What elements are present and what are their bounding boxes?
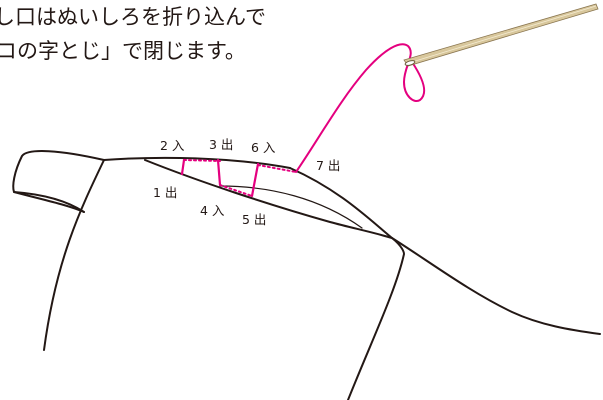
top-edge	[103, 156, 291, 169]
caption-line-1: し口はぬいしろを折り込んで	[0, 5, 266, 29]
needle-highlight	[411, 5, 597, 63]
stitch-1-2	[180, 158, 186, 176]
label-step-6: 6 入	[251, 140, 276, 155]
instruction-caption: し口はぬいしろを折り込んで コの字とじ」で閉じます。	[0, 0, 266, 68]
stitch-5-6	[250, 162, 260, 198]
step-labels: 2 入 3 出 6 入 7 出 1 出 4 入 5 出	[153, 137, 340, 227]
label-step-4: 4 入	[200, 203, 225, 218]
opening-bottom-edge	[144, 159, 393, 239]
opening-top-edge	[289, 167, 601, 335]
right-seam	[347, 237, 405, 400]
label-step-3: 3 出	[209, 137, 233, 152]
stitch-3-4	[216, 158, 222, 187]
stitches	[180, 158, 297, 198]
left-side	[43, 159, 105, 351]
opening-inner-curve	[219, 185, 363, 229]
stitch-4-5-dotted	[219, 184, 253, 197]
stitch-6-7-dotted	[257, 164, 297, 173]
stitch-2-3-dotted	[183, 159, 221, 162]
handle-inner	[13, 191, 85, 213]
needle-eye	[404, 60, 416, 66]
caption-line-2: コの字とじ」で閉じます。	[0, 39, 246, 63]
fabric-outline	[12, 150, 601, 400]
label-step-7: 7 出	[316, 158, 340, 173]
handle-loop	[12, 150, 105, 213]
thread-icon	[295, 43, 426, 173]
label-step-2: 2 入	[160, 138, 185, 153]
label-step-1: 1 出	[153, 185, 177, 200]
label-step-5: 5 出	[242, 212, 266, 227]
sewing-needle-icon	[403, 3, 599, 67]
